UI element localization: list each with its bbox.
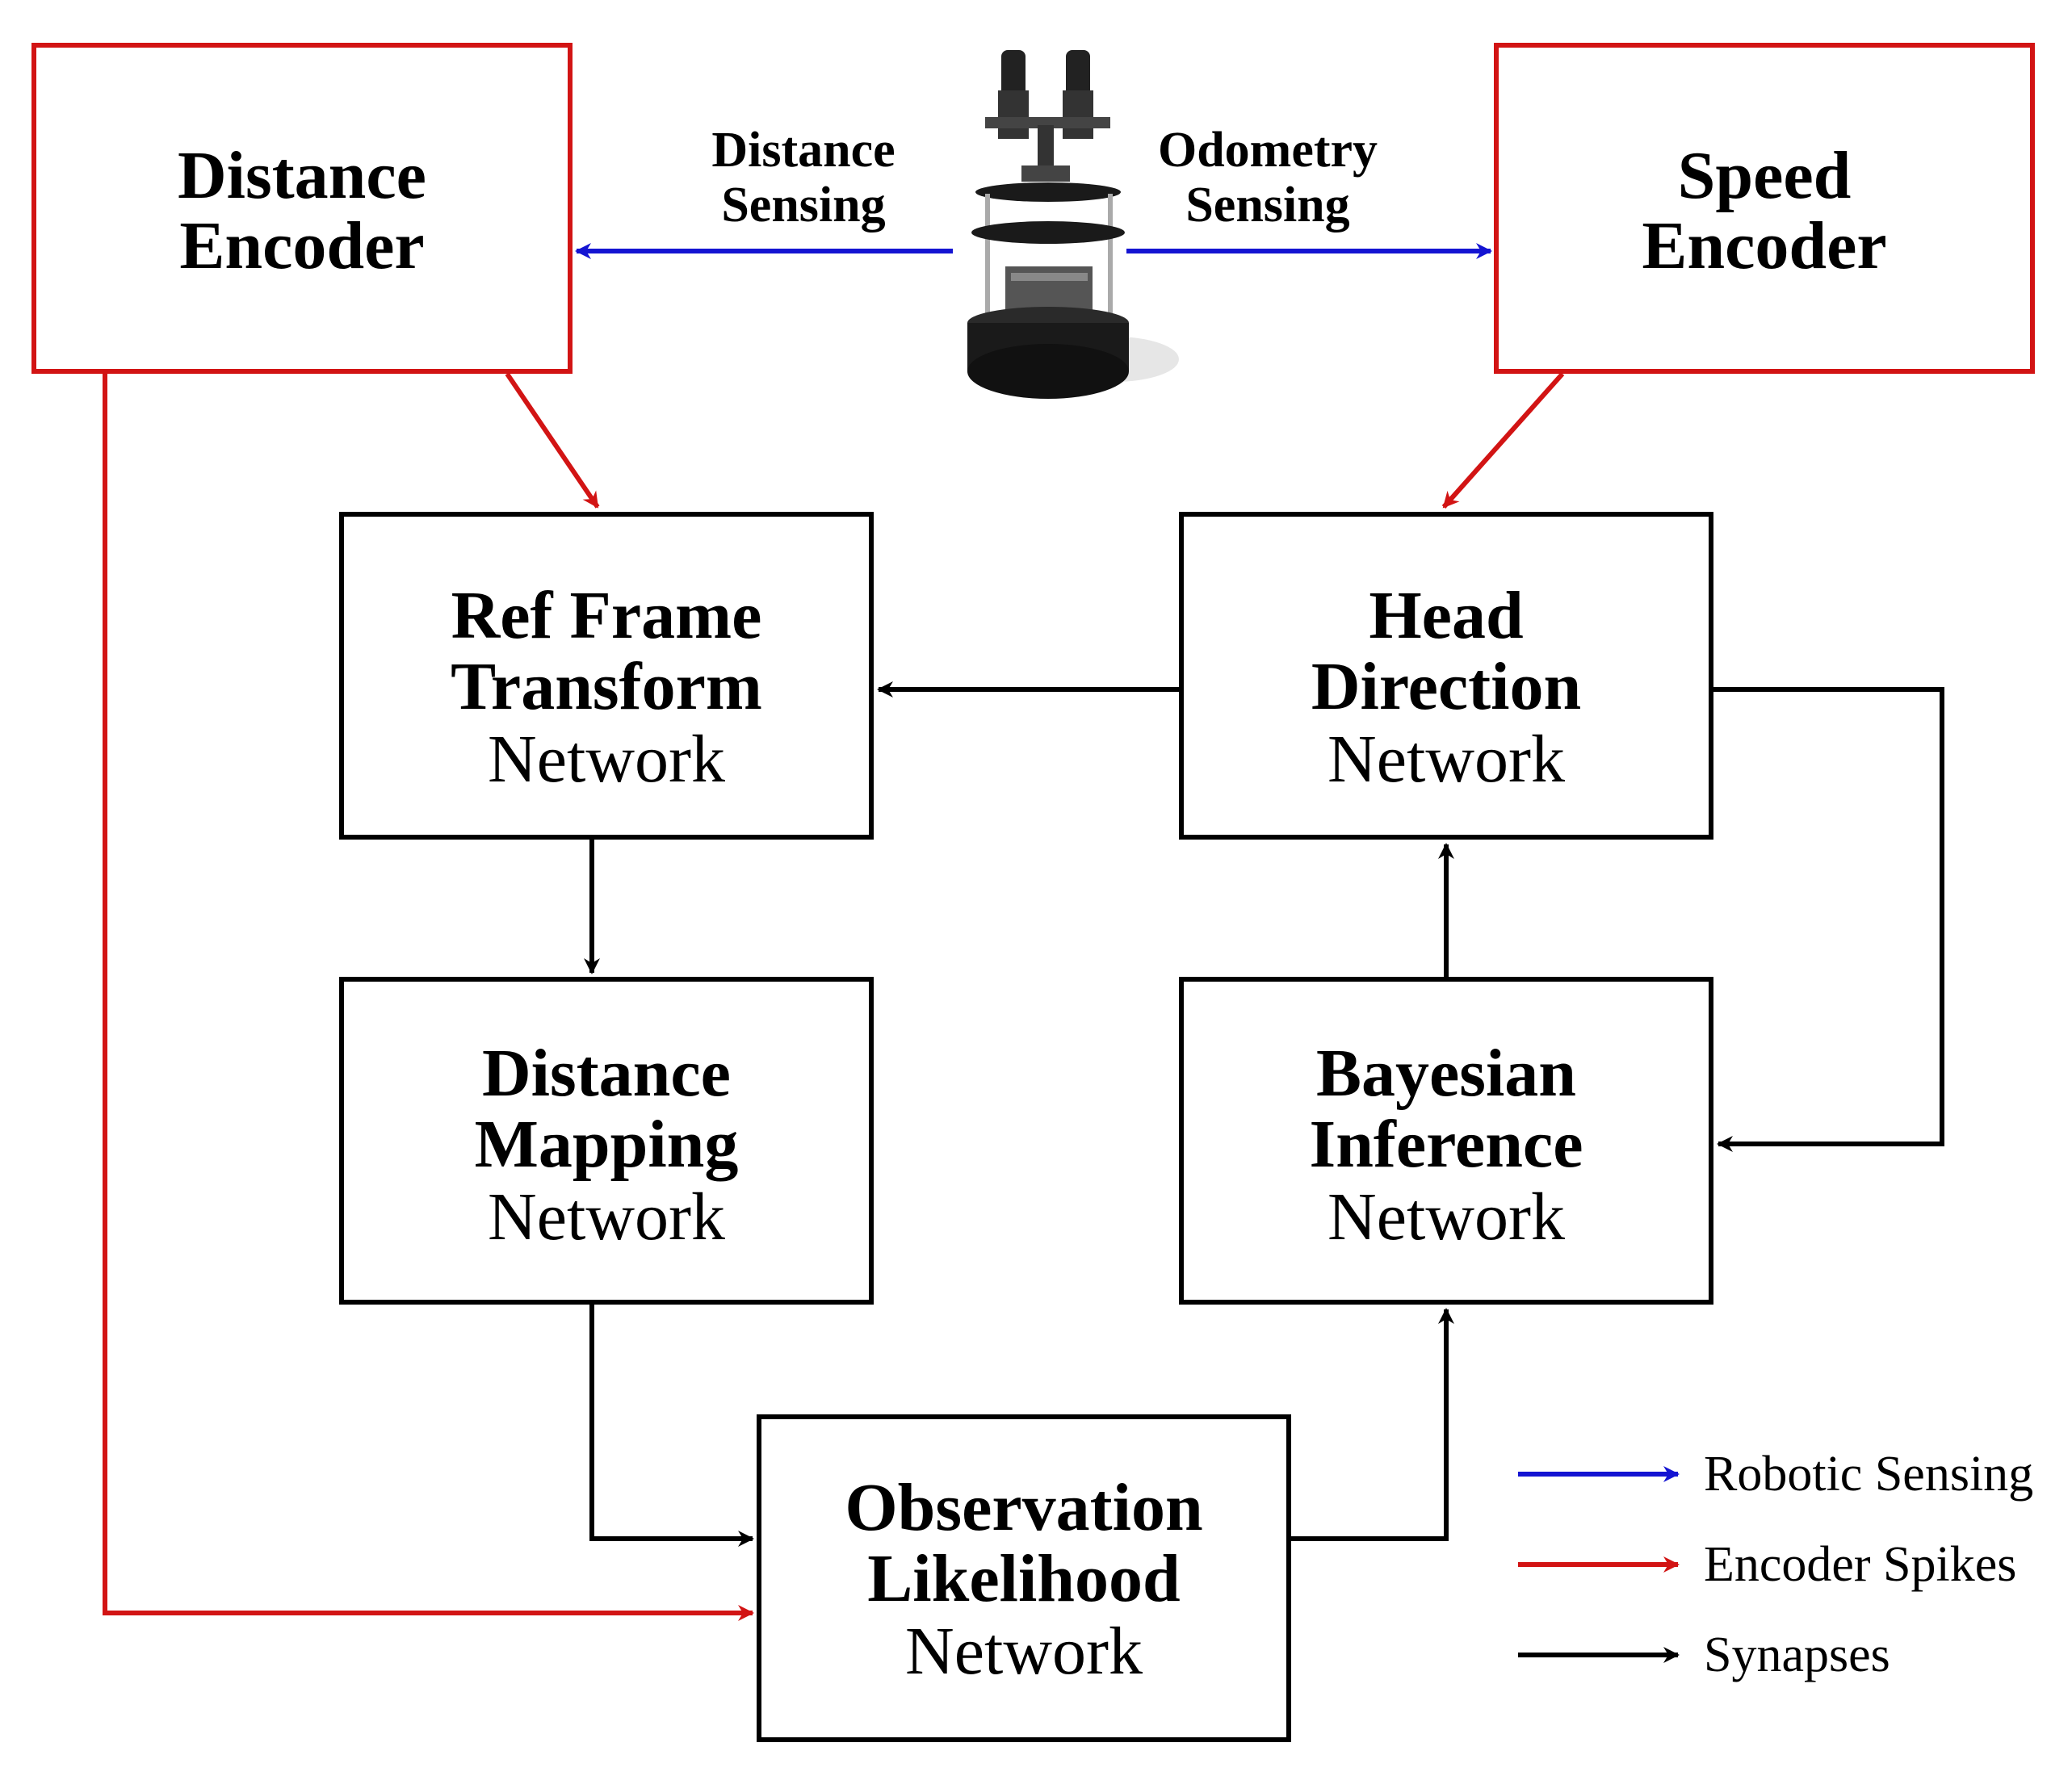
bayesian-label-2: Inference (1310, 1107, 1583, 1182)
robot-icon (967, 50, 1179, 399)
distance-mapping-label-2: Mapping (475, 1107, 739, 1182)
speed-encoder-box: Speed Encoder (1494, 43, 2035, 374)
distance-sensing-label-1: Distance (711, 123, 895, 178)
observation-label-1: Observation (845, 1470, 1202, 1545)
distance-encoder-label-1: Distance (178, 138, 426, 213)
distance-mapping-to-observation-arrow (589, 1305, 754, 1547)
odometry-sensing-label-1: Odometry (1158, 123, 1378, 178)
distance-mapping-label-3: Network (488, 1179, 725, 1255)
head-direction-label-3: Network (1328, 722, 1565, 797)
odometry-sensing-label-2: Sensing (1185, 178, 1349, 232)
distance-encoder-to-observation-arrow (103, 371, 754, 1621)
legend-synapses-label: Synapses (1704, 1627, 1890, 1682)
bayesian-inference-box: Bayesian Inference Network (1179, 977, 1713, 1305)
speed-encoder-label-1: Speed (1678, 138, 1852, 213)
distance-sensing-label-2: Sensing (721, 178, 885, 232)
speed-encoder-to-head-direction-arrow (1441, 372, 1565, 509)
ref-frame-label-3: Network (488, 722, 725, 797)
observation-to-bayesian-arrow (1291, 1308, 1454, 1541)
head-direction-box: Head Direction Network (1179, 512, 1713, 840)
distance-encoder-box: Distance Encoder (31, 43, 573, 374)
head-direction-label-2: Direction (1311, 649, 1581, 724)
ref-frame-label-2: Transform (451, 649, 762, 724)
ref-frame-label-1: Ref Frame (451, 578, 762, 653)
head-direction-label-1: Head (1369, 578, 1523, 653)
bayesian-label-3: Network (1328, 1179, 1565, 1255)
ref-frame-transform-box: Ref Frame Transform Network (339, 512, 874, 840)
distance-mapping-label-1: Distance (482, 1036, 731, 1111)
speed-encoder-label-2: Encoder (1642, 208, 1886, 283)
legend-robotic-sensing-label: Robotic Sensing (1704, 1447, 2033, 1502)
head-direction-to-bayesian-arrow (1713, 687, 1944, 1152)
distance-encoder-label-2: Encoder (179, 208, 424, 283)
legend-encoder-spikes-label: Encoder Spikes (1704, 1537, 2016, 1592)
distance-encoder-to-ref-frame-arrow (505, 372, 600, 509)
observation-label-3: Network (905, 1614, 1143, 1689)
observation-likelihood-box: Observation Likelihood Network (757, 1414, 1291, 1742)
observation-label-2: Likelihood (867, 1541, 1180, 1616)
bayesian-label-1: Bayesian (1316, 1036, 1576, 1111)
distance-mapping-box: Distance Mapping Network (339, 977, 874, 1305)
legend: Robotic Sensing Encoder Spikes Synapses (1518, 1447, 2033, 1682)
